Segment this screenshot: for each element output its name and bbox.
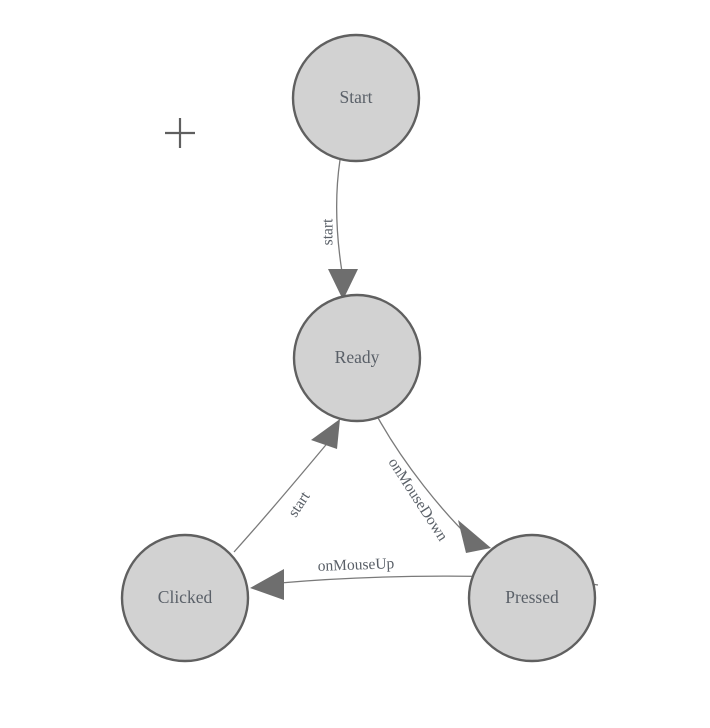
plus-marker[interactable]: [165, 118, 195, 148]
node-start-label: Start: [339, 87, 372, 107]
node-pressed-circle[interactable]: [467, 533, 597, 663]
edge-label-pressed-to-clicked: onMouseUp: [317, 555, 394, 575]
arrowhead-into-ready-from-start: [328, 269, 358, 300]
node-start-circle[interactable]: [291, 33, 421, 163]
edge-label-ready-to-pressed: onMouseDown: [385, 455, 451, 545]
edge-label-clicked-to-ready: start: [285, 488, 314, 520]
edge-label-start-to-ready: start: [320, 218, 337, 245]
edge-start-to-ready[interactable]: [328, 159, 358, 300]
arrowhead-into-clicked-from-pressed: [250, 569, 284, 600]
node-clicked[interactable]: Clicked: [120, 533, 250, 663]
node-ready-label: Ready: [335, 347, 380, 367]
node-clicked-label: Clicked: [158, 587, 213, 607]
node-pressed-label: Pressed: [505, 587, 559, 607]
node-clicked-circle[interactable]: [120, 533, 250, 663]
node-layer: Start Ready Clicked Pressed: [120, 33, 597, 663]
edge-clicked-to-ready[interactable]: [233, 419, 340, 553]
node-ready[interactable]: Ready: [292, 293, 422, 423]
arrowhead-into-ready-from-clicked: [311, 419, 340, 449]
edge-ready-to-pressed[interactable]: [376, 415, 491, 553]
edge-path-clicked-to-ready: [233, 439, 331, 553]
node-pressed[interactable]: Pressed: [467, 533, 597, 663]
edge-path-start-to-ready: [336, 159, 343, 273]
node-start[interactable]: Start: [291, 33, 421, 163]
node-ready-circle[interactable]: [292, 293, 422, 423]
arrowhead-into-pressed-from-ready: [458, 520, 491, 553]
